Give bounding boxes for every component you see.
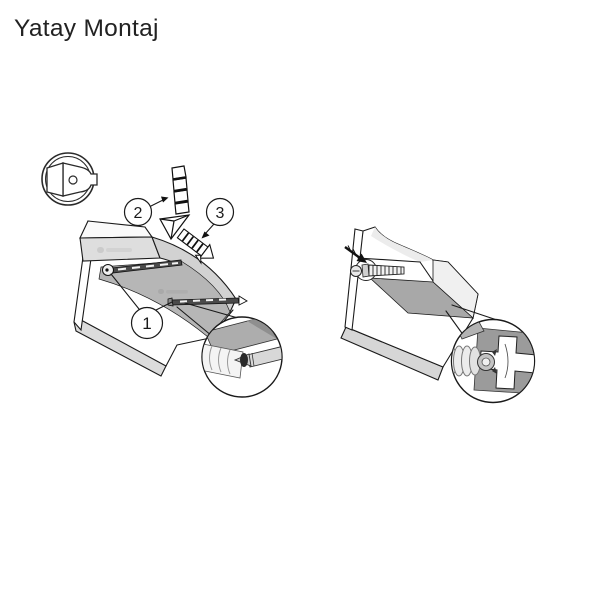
wall-plug xyxy=(202,343,244,379)
callout-1: 1 xyxy=(110,273,173,340)
callout-3-label: 3 xyxy=(216,205,225,222)
screw-thread xyxy=(368,264,405,277)
rail-insert-arrow xyxy=(176,228,215,265)
panel-left-edge xyxy=(344,228,364,331)
shadow-band xyxy=(368,277,475,319)
callout-2-label: 2 xyxy=(134,205,143,222)
detail-circle-screw-plug xyxy=(201,316,283,398)
right-assembly-figure xyxy=(340,226,536,404)
mounting-rail-installed xyxy=(102,259,183,276)
cam-screw xyxy=(350,259,405,281)
screw-thread-section xyxy=(452,345,481,377)
left-assembly-figure: 2 3 1 xyxy=(73,165,283,398)
mounting-rail-loose xyxy=(167,295,248,307)
rail-slide-arrowhead xyxy=(238,295,248,306)
cam-lock-fitting-icon xyxy=(41,152,98,206)
brand-watermark xyxy=(158,289,188,294)
dowel-insert-arrow xyxy=(159,165,191,241)
brand-watermark xyxy=(97,247,132,253)
page-title: Yatay Montaj xyxy=(14,15,159,42)
callout-2: 2 xyxy=(123,196,169,227)
screw-insert-arrow xyxy=(344,245,367,263)
callout-1-label: 1 xyxy=(142,314,151,333)
callout-3: 3 xyxy=(201,197,235,239)
